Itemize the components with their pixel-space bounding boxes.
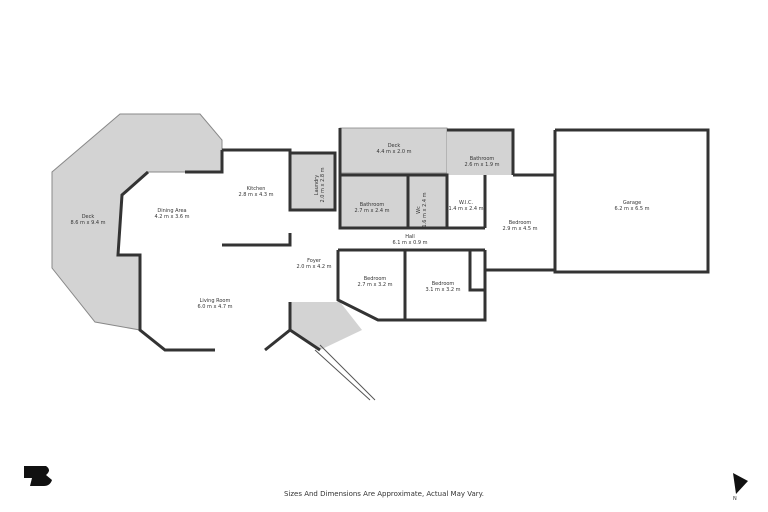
north-arrow-icon: N <box>733 473 748 502</box>
laundry-area <box>290 153 335 210</box>
brand-logo <box>24 466 52 486</box>
path-line <box>314 349 371 401</box>
wc-area <box>408 175 446 227</box>
bathroom-area-2 <box>447 130 513 175</box>
disclaimer-text: Sizes And Dimensions Are Approximate, Ac… <box>283 490 485 498</box>
room-label: Wc1.6 m x 2.4 m <box>416 192 428 227</box>
porch-area <box>290 302 362 350</box>
svg-text:N: N <box>733 496 737 502</box>
bathroom-area-1 <box>340 175 408 227</box>
room-label: W.I.C.1.4 m x 2.4 m <box>449 200 484 212</box>
walls <box>116 128 710 352</box>
path-line <box>319 344 376 401</box>
room-label: Laundry2.0 m x 2.8 m <box>314 167 326 202</box>
